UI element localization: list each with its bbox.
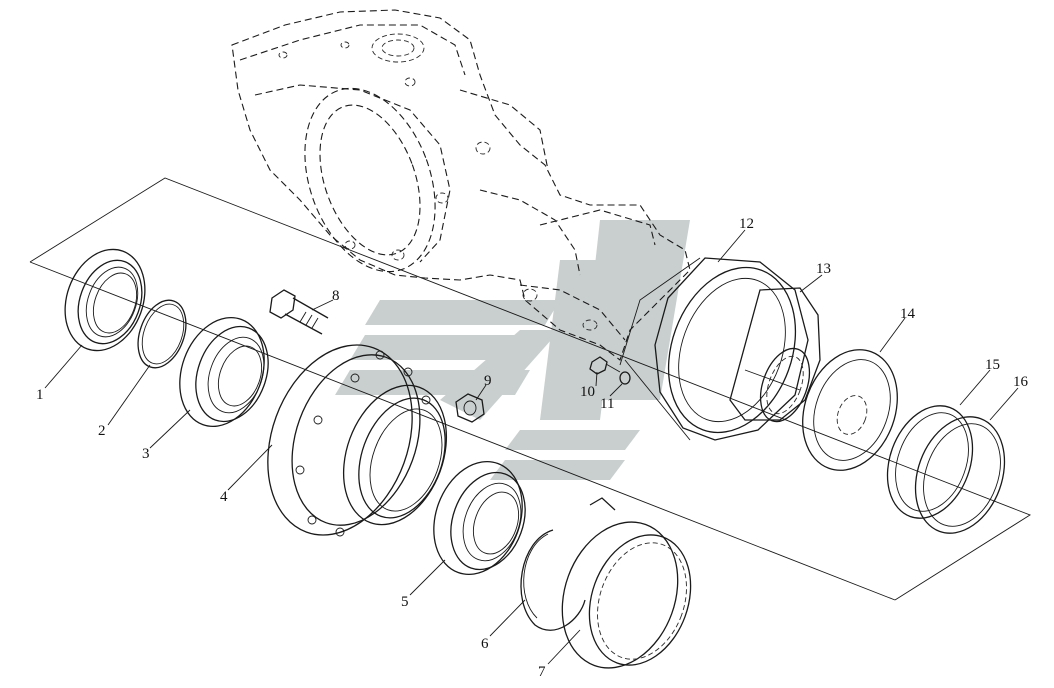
part-8-bolt bbox=[269, 289, 329, 335]
callout-4: 4 bbox=[220, 489, 228, 505]
part-12-carrier bbox=[619, 257, 809, 441]
part-11-washer bbox=[619, 371, 631, 385]
leader-lines bbox=[44, 229, 1019, 665]
callout-14: 14 bbox=[900, 306, 916, 322]
part-15-ring bbox=[886, 405, 974, 519]
callout-8: 8 bbox=[332, 288, 340, 304]
callout-6: 6 bbox=[481, 636, 489, 652]
part-6-snap-ring bbox=[520, 529, 586, 631]
axle-housing bbox=[231, 9, 691, 361]
part-7-ring-gear bbox=[561, 497, 692, 669]
part-1-seal bbox=[64, 248, 146, 352]
callout-11: 11 bbox=[600, 396, 614, 412]
callout-1: 1 bbox=[36, 387, 44, 403]
part-4-hub bbox=[267, 344, 448, 537]
part-5-bearing bbox=[433, 460, 526, 576]
callout-7: 7 bbox=[538, 664, 546, 680]
callout-12: 12 bbox=[739, 216, 754, 232]
callout-2: 2 bbox=[98, 423, 106, 439]
part-16-ring bbox=[914, 416, 1006, 534]
part-10-bolt bbox=[589, 356, 621, 375]
part-9-nut bbox=[455, 393, 485, 423]
part-3-bearing bbox=[179, 316, 269, 428]
callout-labels: 1 2 3 4 5 6 7 8 9 10 11 12 13 14 15 16 bbox=[36, 216, 1029, 680]
callout-5: 5 bbox=[401, 594, 409, 610]
watermark-logo bbox=[335, 220, 690, 480]
explosion-frame bbox=[29, 177, 1031, 601]
callout-16: 16 bbox=[1013, 374, 1029, 390]
callout-9: 9 bbox=[484, 373, 492, 389]
part-13-gear bbox=[729, 287, 821, 423]
callout-10: 10 bbox=[580, 384, 595, 400]
part-2-ring bbox=[137, 299, 187, 369]
callout-15: 15 bbox=[985, 357, 1000, 373]
callout-3: 3 bbox=[142, 446, 150, 462]
part-14-washer bbox=[802, 349, 898, 471]
callout-13: 13 bbox=[816, 261, 831, 277]
